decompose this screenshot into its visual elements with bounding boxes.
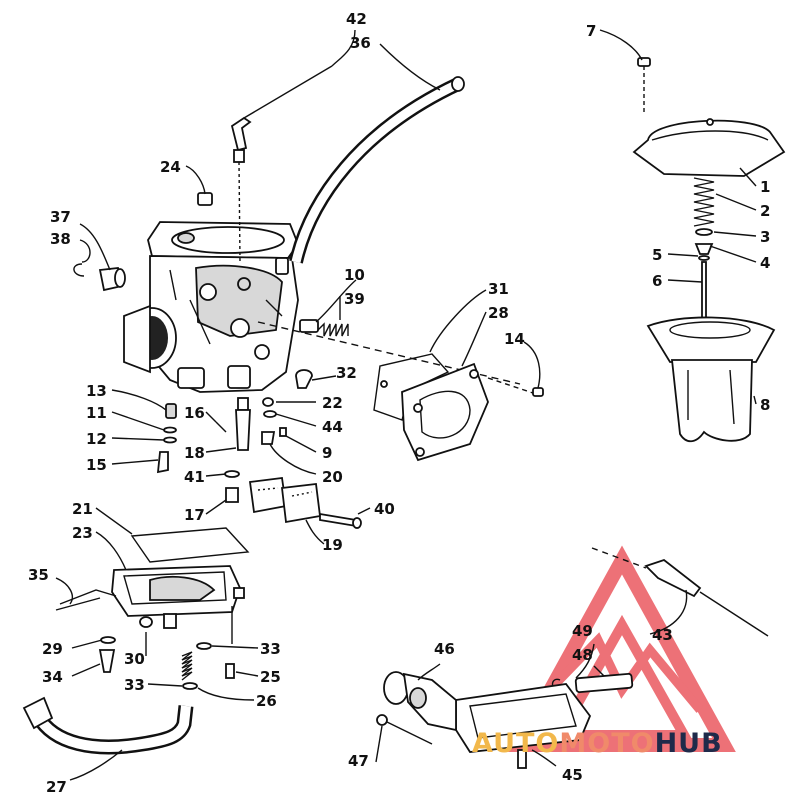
label-21: 21 <box>72 500 93 518</box>
choke-cable-43 <box>591 547 769 637</box>
svg-text:AUTOMOTOHUB: AUTOMOTOHUB <box>472 728 723 759</box>
fitting-37-38 <box>73 263 126 292</box>
label-44: 44 <box>322 418 343 436</box>
label-35: 35 <box>28 566 49 584</box>
watermark-auto: AUTO <box>472 728 559 759</box>
label-10: 10 <box>344 266 365 284</box>
label-5: 5 <box>652 246 662 264</box>
label-23: 23 <box>72 524 93 542</box>
watermark-moto: MOTO <box>559 728 654 759</box>
label-32: 32 <box>336 364 357 382</box>
screw-47 <box>376 714 433 745</box>
label-22: 22 <box>322 394 343 412</box>
pilot-screw-10-39 <box>257 319 521 385</box>
label-31: 31 <box>488 280 509 298</box>
cover-28 <box>401 362 489 462</box>
label-33b: 33 <box>124 676 145 694</box>
label-18: 18 <box>184 444 205 462</box>
label-7: 7 <box>586 22 596 40</box>
carburetor-body <box>123 221 300 393</box>
watermark-hub: HUB <box>655 728 723 759</box>
leader-lines <box>55 29 757 781</box>
label-14: 14 <box>504 330 525 348</box>
bracket-35 <box>55 589 117 611</box>
label-25: 25 <box>260 668 281 686</box>
label-12: 12 <box>86 430 107 448</box>
screw-24 <box>197 192 213 206</box>
label-16: 16 <box>184 404 205 422</box>
cable-42 <box>230 65 333 263</box>
label-40: 40 <box>374 500 395 518</box>
label-3: 3 <box>760 228 770 246</box>
label-43: 43 <box>652 626 673 644</box>
screw-7 <box>637 57 651 112</box>
label-2: 2 <box>760 202 770 220</box>
label-13: 13 <box>86 382 107 400</box>
label-49: 49 <box>572 622 593 640</box>
clip-3-4-5 <box>694 228 714 261</box>
label-48: 48 <box>572 646 593 664</box>
label-29: 29 <box>42 640 63 658</box>
screw-14 <box>487 377 544 397</box>
label-8: 8 <box>760 396 770 414</box>
label-45: 45 <box>562 766 583 784</box>
float-bowl-23 <box>111 565 245 629</box>
label-36: 36 <box>350 34 371 52</box>
needle-jet-18 <box>224 397 251 503</box>
label-4: 4 <box>760 254 770 272</box>
label-11: 11 <box>86 404 107 422</box>
label-30: 30 <box>124 650 145 668</box>
watermark-text: AUTOMOTOHUB <box>472 728 723 759</box>
label-17: 17 <box>184 506 205 524</box>
label-1: 1 <box>760 178 770 196</box>
label-15: 15 <box>86 456 107 474</box>
label-41: 41 <box>184 468 205 486</box>
label-37: 37 <box>50 208 71 226</box>
spring-2 <box>693 177 715 227</box>
label-38: 38 <box>50 230 71 248</box>
cap-1 <box>632 118 786 177</box>
bowl-fasteners <box>98 616 235 690</box>
label-19: 19 <box>322 536 343 554</box>
label-26: 26 <box>256 692 277 710</box>
label-47: 47 <box>348 752 369 770</box>
starter-knob-46 <box>383 671 457 732</box>
vent-hose-36 <box>289 76 465 264</box>
label-9: 9 <box>322 444 332 462</box>
label-20: 20 <box>322 468 343 486</box>
label-34: 34 <box>42 668 63 686</box>
part-labels: 42 36 24 37 38 10 39 31 28 14 32 13 16 2… <box>28 10 770 796</box>
drain-hose-27 <box>22 696 194 755</box>
label-39: 39 <box>344 290 365 308</box>
label-33a: 33 <box>260 640 281 658</box>
label-28: 28 <box>488 304 509 322</box>
label-27: 27 <box>46 778 67 796</box>
diaphragm-slide-8 <box>646 316 776 443</box>
label-6: 6 <box>652 272 662 290</box>
float-19 <box>248 476 321 524</box>
label-24: 24 <box>160 158 181 176</box>
float-pin-40 <box>319 512 362 529</box>
jets-22-44-9-20-32 <box>261 369 313 445</box>
label-46: 46 <box>434 640 455 658</box>
gasket-21 <box>130 527 250 563</box>
label-42: 42 <box>346 10 367 28</box>
